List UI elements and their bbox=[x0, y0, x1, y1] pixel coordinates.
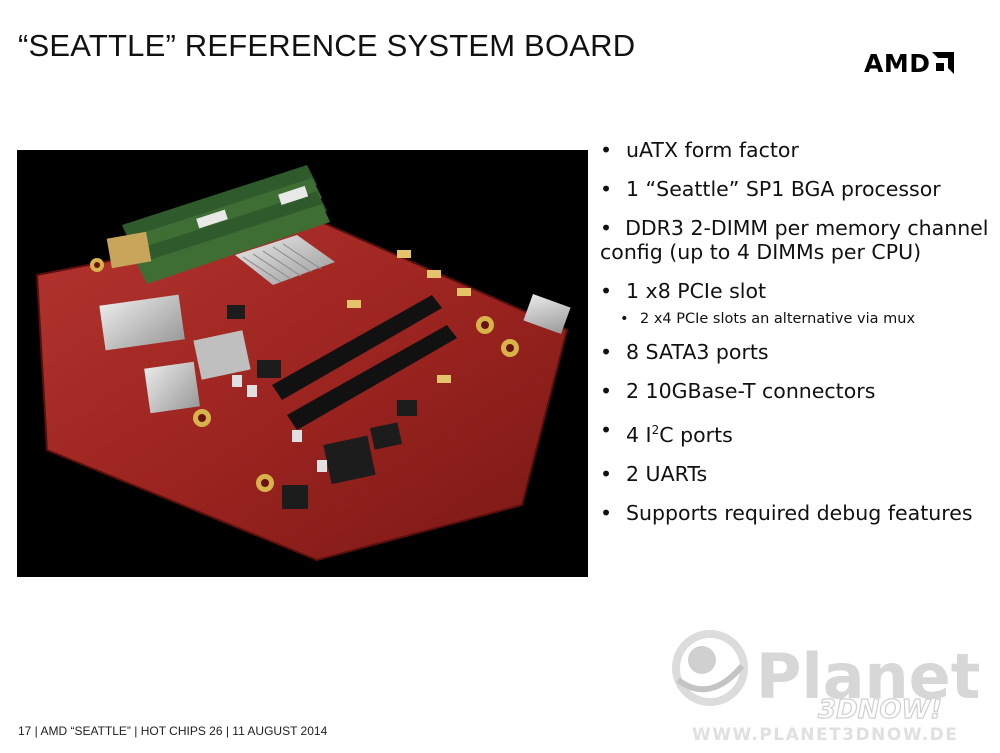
list-item: uATX form factor bbox=[600, 138, 990, 162]
amd-arrow-icon bbox=[932, 52, 955, 74]
list-item: Supports required debug features bbox=[600, 501, 990, 525]
slide-footer: 17 | AMD “SEATTLE” | HOT CHIPS 26 | 11 A… bbox=[18, 724, 328, 738]
list-item: DDR3 2-DIMM per memory channel config (u… bbox=[600, 216, 990, 264]
i2c-prefix: 4 I bbox=[626, 422, 652, 447]
watermark-url: WWW.PLANET3DNOW.DE bbox=[692, 725, 958, 745]
amd-logo: AMD bbox=[864, 48, 974, 78]
feature-list: uATX form factor 1 “Seattle” SP1 BGA pro… bbox=[600, 138, 990, 540]
list-item: 2 10GBase-T connectors bbox=[600, 379, 990, 403]
motherboard-image bbox=[17, 150, 588, 577]
i2c-suffix: C ports bbox=[659, 422, 733, 447]
planet-swirl-icon bbox=[672, 630, 748, 706]
list-item: 2 UARTs bbox=[600, 462, 990, 486]
slide-title: “SEATTLE” REFERENCE SYSTEM BOARD bbox=[18, 28, 636, 63]
amd-logo-text: AMD bbox=[864, 48, 931, 78]
sub-list-item: 2 x4 PCIe slots an alternative via mux bbox=[600, 310, 990, 328]
list-item: 8 SATA3 ports bbox=[600, 340, 990, 364]
i2c-superscript: 2 bbox=[651, 423, 660, 437]
planet3dnow-watermark: Planet 3DNOW! WWW.PLANET3DNOW.DE bbox=[668, 626, 998, 748]
list-item: 1 “Seattle” SP1 BGA processor bbox=[600, 177, 990, 201]
board-photo bbox=[17, 150, 588, 577]
watermark-brand: Planet bbox=[756, 640, 980, 713]
list-item: 1 x8 PCIe slot bbox=[600, 279, 990, 303]
list-item-i2c: 4 I2C ports bbox=[600, 418, 990, 447]
watermark-sub: 3DNOW! bbox=[818, 695, 942, 725]
